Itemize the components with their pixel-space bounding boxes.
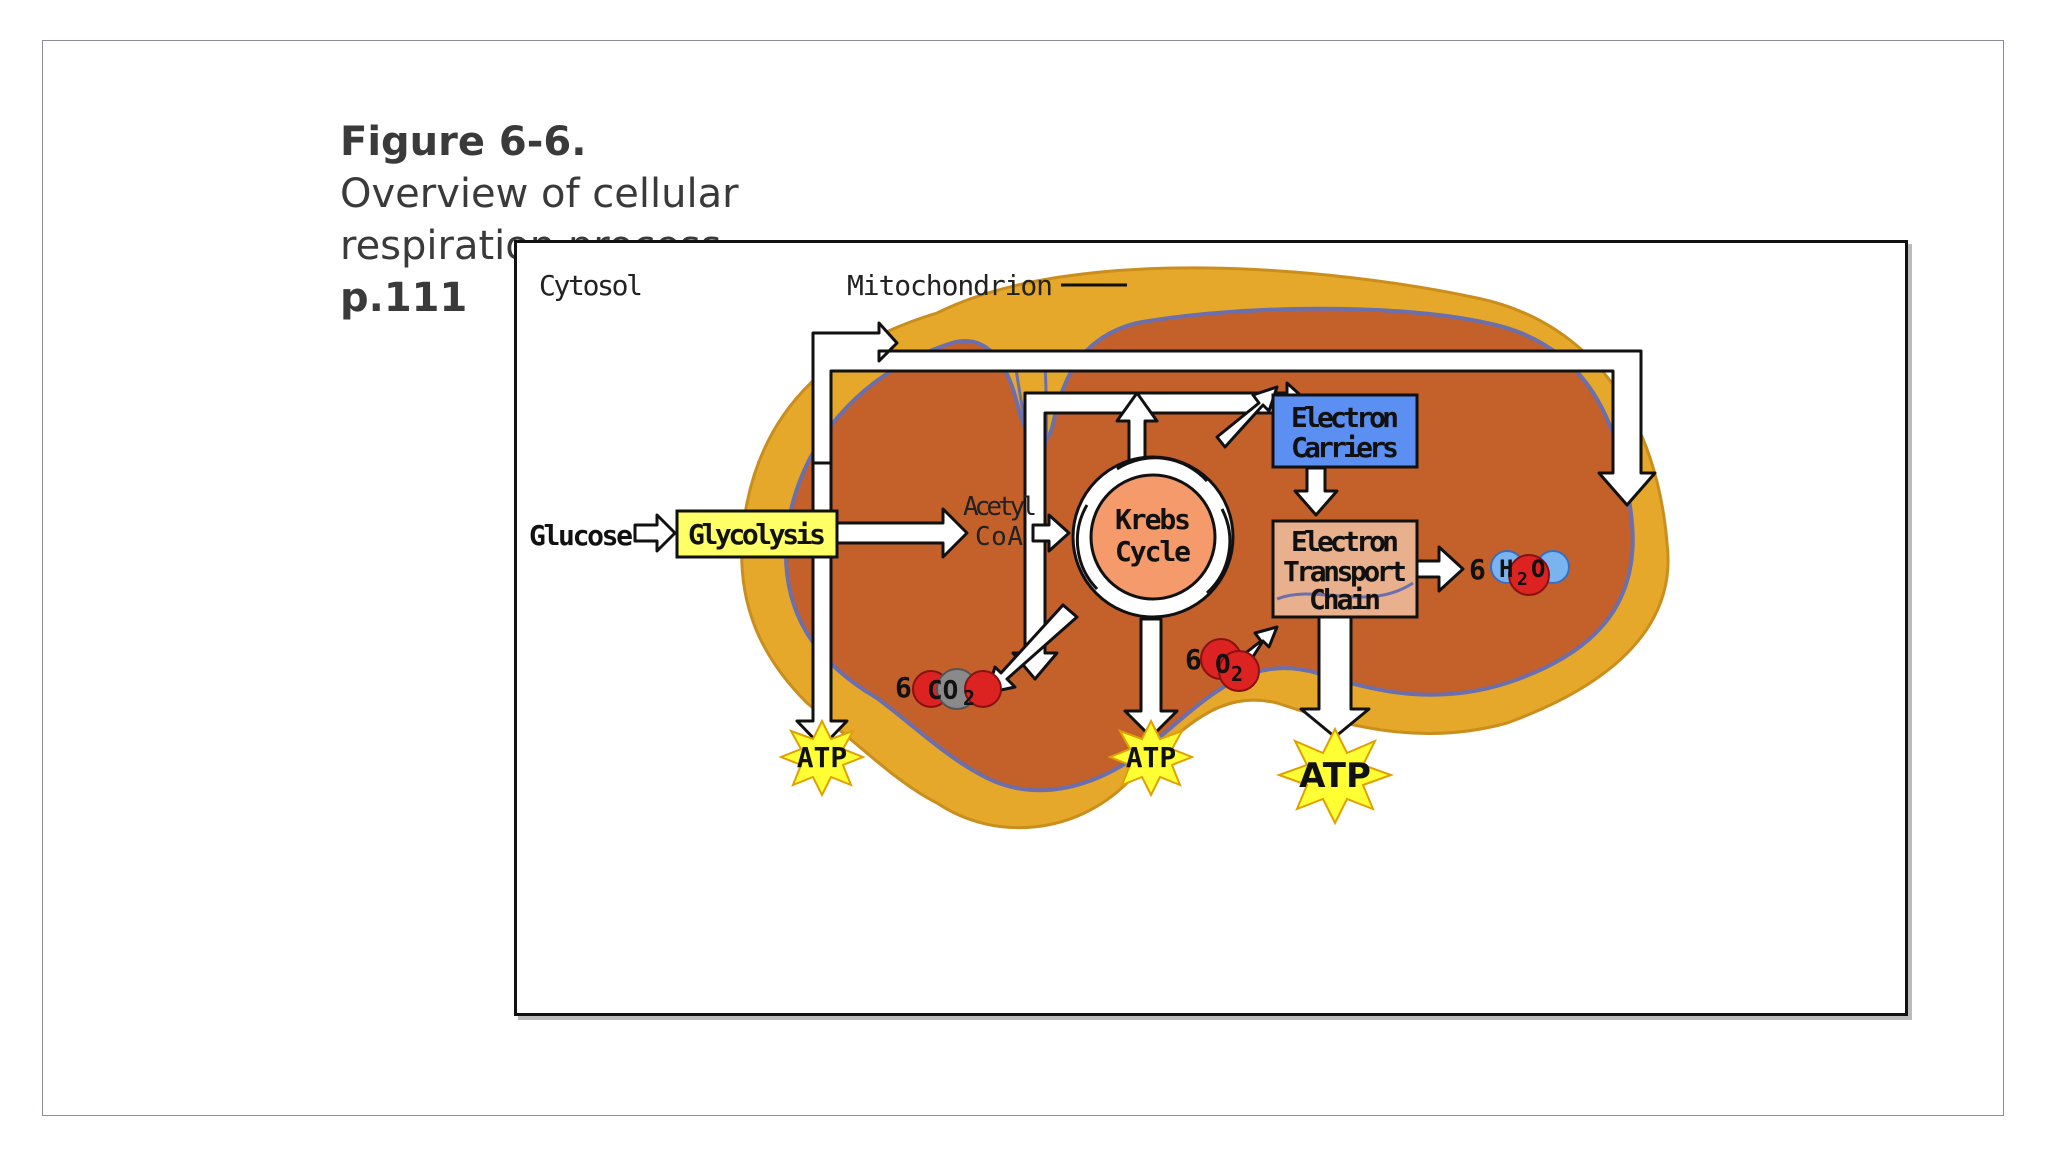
krebs-cycle-arrow-left: [1075, 504, 1099, 591]
h2o-oxygen-atom: [1508, 554, 1550, 596]
krebs-cycle-arrow-right: [1205, 508, 1232, 595]
cytosol-label: Cytosol: [539, 269, 643, 302]
atp-krebs: ATP: [1107, 718, 1195, 798]
h2o-oxygen: O: [1531, 555, 1545, 583]
atp-label-glycolysis: ATP: [797, 741, 848, 774]
o2-coefficient: 6: [1185, 643, 1202, 676]
h2o-subscript: 2: [1517, 569, 1528, 590]
co2-subscript: 2: [963, 686, 975, 710]
atp-label-etc: ATP: [1299, 756, 1371, 796]
atp-burst-krebs: [1107, 718, 1195, 798]
etc-line2: Transport: [1283, 555, 1407, 588]
glucose-to-glycolysis-arrow: [633, 513, 677, 553]
acetyl-to-krebs-arrow: [1031, 513, 1071, 553]
water-molecule: 6 H 2 O: [1469, 550, 1570, 596]
krebs-circle: [1089, 473, 1217, 601]
etc-to-atp-arrow: [1299, 613, 1371, 739]
krebs-label-line2: Cycle: [1115, 535, 1191, 568]
atp-burst-etc: [1276, 726, 1394, 826]
co2-coefficient: 6: [895, 671, 912, 704]
krebs-cycle-arrow-top: [1116, 456, 1209, 483]
glycolysis-to-acetyl-arrow: [835, 507, 969, 559]
co2-oxygen-right-atom: [964, 670, 1002, 708]
etc-box: [1271, 519, 1419, 619]
electron-carriers-line2: Carriers: [1291, 431, 1399, 464]
acetyl-coa-line1: Acetyl: [963, 492, 1037, 522]
electron-carriers-box: [1271, 393, 1419, 469]
krebs-to-atp-arrow: [1123, 617, 1179, 739]
carriers-to-etc-arrow-left: [1293, 466, 1339, 517]
atp-label-krebs: ATP: [1126, 741, 1177, 774]
cellular-respiration-diagram: Cytosol Mitochondrion Glucose: [514, 240, 1908, 1016]
glycolysis-label: Glycolysis: [688, 518, 826, 551]
electron-transport-chain-node: Electron Transport Chain: [1271, 519, 1419, 619]
etc-membrane-fold: [1276, 581, 1414, 601]
glycolysis-box: [675, 509, 839, 559]
krebs-label-line1: Krebs: [1115, 503, 1191, 536]
o2-atom-right: [1218, 650, 1260, 692]
h2o-coefficient: 6: [1469, 553, 1486, 586]
page-reference: p.111: [340, 275, 468, 321]
carbon-dioxide-molecule: 6 CO 2: [895, 668, 1002, 710]
slide-frame: [42, 40, 2004, 1116]
electron-carriers-node: Electron Carriers: [1271, 393, 1419, 469]
o2-subscript: 2: [1231, 662, 1243, 686]
atp-burst-glycolysis: [778, 718, 866, 798]
electron-carriers-line1: Electron: [1291, 401, 1399, 434]
acetyl-coa-line2: CoA: [975, 522, 1023, 552]
co2-formula: CO: [927, 676, 958, 706]
glycolysis-node: Glycolysis: [675, 509, 839, 559]
glucose-label: Glucose: [529, 519, 633, 552]
glycolysis-to-atp-arrow: [795, 461, 849, 749]
etc-line1: Electron: [1291, 525, 1399, 558]
h2o-hydrogen: H: [1499, 555, 1513, 583]
o2-formula: O: [1215, 650, 1231, 680]
atp-etc: ATP: [1276, 726, 1394, 826]
krebs-cycle-node: Krebs Cycle: [1071, 455, 1235, 619]
atp-glycolysis: ATP: [778, 718, 866, 798]
oxygen-molecule: 6 O 2: [1185, 638, 1260, 692]
glycolysis-to-etc-arrow: [811, 321, 1657, 507]
figure-label: Figure 6-6.: [340, 119, 587, 165]
etc-line3: Chain: [1309, 583, 1381, 616]
mitochondrion-label: Mitochondrion: [847, 269, 1053, 302]
